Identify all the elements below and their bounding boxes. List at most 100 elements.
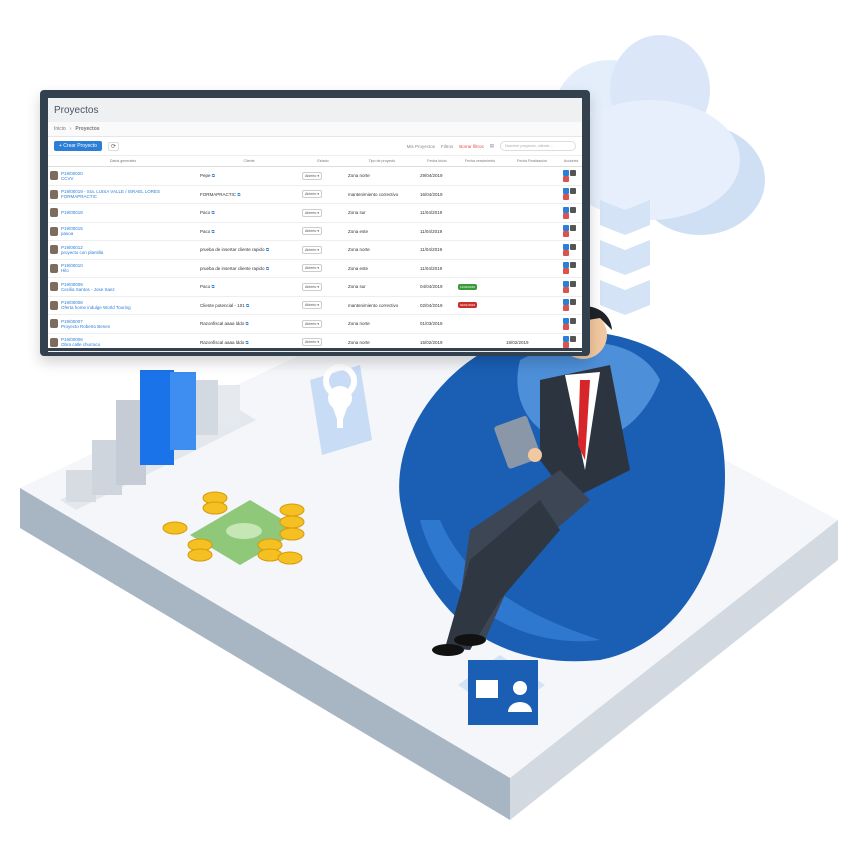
column-header[interactable]: Fecha Inicio <box>418 156 456 167</box>
client-link-icon[interactable]: ⧉ <box>211 173 215 179</box>
status-select[interactable]: Abierto ▾ <box>302 190 323 199</box>
clear-filters-button[interactable]: Borrar filtros <box>459 143 484 149</box>
edit-icon[interactable] <box>563 206 569 213</box>
edit-icon[interactable] <box>563 169 569 176</box>
folder-icon[interactable] <box>570 225 576 232</box>
filters-button[interactable]: Filtros <box>440 143 454 149</box>
status-select[interactable]: Abierto ▾ <box>302 338 323 347</box>
client-link-icon[interactable]: ⧉ <box>265 265 270 271</box>
client-name: Cliente potencial - 101 <box>200 302 245 308</box>
status-select[interactable]: Abierto ▾ <box>302 245 323 254</box>
folder-icon[interactable] <box>570 169 576 176</box>
folder-icon[interactable] <box>570 317 576 324</box>
delete-icon[interactable] <box>563 249 569 256</box>
table-row[interactable]: P19/00019 - Sra. LUISA VALLE / ISRAEL LO… <box>48 185 582 204</box>
edit-icon[interactable] <box>563 225 569 232</box>
folder-icon[interactable] <box>570 243 576 250</box>
folder-icon[interactable] <box>570 336 576 343</box>
folder-icon[interactable] <box>570 299 576 306</box>
delete-icon[interactable] <box>563 305 569 312</box>
client-link-icon[interactable]: ⧉ <box>211 284 215 290</box>
client-link-icon[interactable]: ⧉ <box>246 302 250 308</box>
status-select[interactable]: Abierto ▾ <box>302 227 323 236</box>
client-link-icon[interactable]: ⧉ <box>211 228 215 234</box>
client-name: Paco <box>200 210 211 216</box>
status-select[interactable]: Abierto ▾ <box>302 301 323 310</box>
breadcrumb-home[interactable]: Inicio <box>54 126 66 132</box>
folder-icon[interactable] <box>570 262 576 269</box>
edit-icon[interactable] <box>563 317 569 324</box>
avatar <box>50 226 58 236</box>
end-date-cell <box>504 222 560 241</box>
delete-icon[interactable] <box>563 286 569 293</box>
delete-icon[interactable] <box>563 231 569 238</box>
status-select[interactable]: Abierto ▾ <box>302 208 323 217</box>
client-link-icon[interactable]: ⧉ <box>211 210 215 216</box>
refresh-icon[interactable]: ⟳ <box>107 141 119 151</box>
delete-icon[interactable] <box>563 268 569 275</box>
project-link[interactable]: P19/00018 <box>61 210 83 215</box>
my-projects-toggle[interactable]: Mis Proyectos <box>406 143 435 149</box>
edit-icon[interactable] <box>563 280 569 287</box>
client-link-icon[interactable]: ⧉ <box>245 321 249 327</box>
edit-icon[interactable] <box>563 336 569 343</box>
edit-icon[interactable] <box>563 243 569 250</box>
column-header[interactable]: Fecha vencimiento <box>456 156 504 167</box>
delete-icon[interactable] <box>563 175 569 182</box>
column-header[interactable]: Cliente <box>198 156 300 167</box>
delete-icon[interactable] <box>563 342 569 349</box>
folder-icon[interactable] <box>570 188 576 195</box>
status-value: Abierto <box>305 284 317 289</box>
project-code: P19/00009 <box>61 281 83 287</box>
status-value: Abierto <box>305 229 317 234</box>
project-link[interactable]: P19/00019 - Sra. LUISA VALLE / ISRAEL LO… <box>61 189 160 199</box>
folder-icon[interactable] <box>570 206 576 213</box>
search-input[interactable]: Nombre proyecto, cliente... <box>500 141 576 151</box>
create-project-button[interactable]: + Crear Proyecto <box>54 141 102 151</box>
edit-icon[interactable] <box>563 188 569 195</box>
export-icon[interactable]: ▤ <box>489 143 494 148</box>
status-select[interactable]: Abierto ▾ <box>302 319 323 328</box>
delete-icon[interactable] <box>563 194 569 201</box>
project-name: proyecto con plantilla <box>61 249 104 255</box>
edit-icon[interactable] <box>563 262 569 269</box>
status-select[interactable]: Abierto ▾ <box>302 264 323 273</box>
client-link-icon[interactable]: ⧉ <box>265 247 270 253</box>
folder-icon[interactable] <box>570 280 576 287</box>
column-header[interactable]: Tipo de proyecto <box>346 156 418 167</box>
column-header[interactable]: Fecha Finalización <box>504 156 560 167</box>
actions-cell <box>560 296 582 315</box>
status-select[interactable]: Abierto ▾ <box>302 282 323 291</box>
actions-cell <box>560 166 582 186</box>
client-link-icon[interactable]: ⧉ <box>245 339 249 345</box>
delete-icon[interactable] <box>563 323 569 330</box>
delete-icon[interactable] <box>563 212 569 219</box>
status-cell: Abierto ▾ <box>300 203 346 223</box>
actions-cell <box>560 185 582 204</box>
column-header[interactable]: Estado <box>300 156 346 167</box>
project-name: Hilo <box>61 268 69 274</box>
column-header[interactable]: Datos generales <box>48 156 198 167</box>
project-cell: P19/00019 - Sra. LUISA VALLE / ISRAEL LO… <box>48 185 198 204</box>
client-link-icon[interactable]: ⧉ <box>237 191 241 197</box>
edit-icon[interactable] <box>563 299 569 306</box>
status-select[interactable]: Abierto ▾ <box>302 171 323 180</box>
